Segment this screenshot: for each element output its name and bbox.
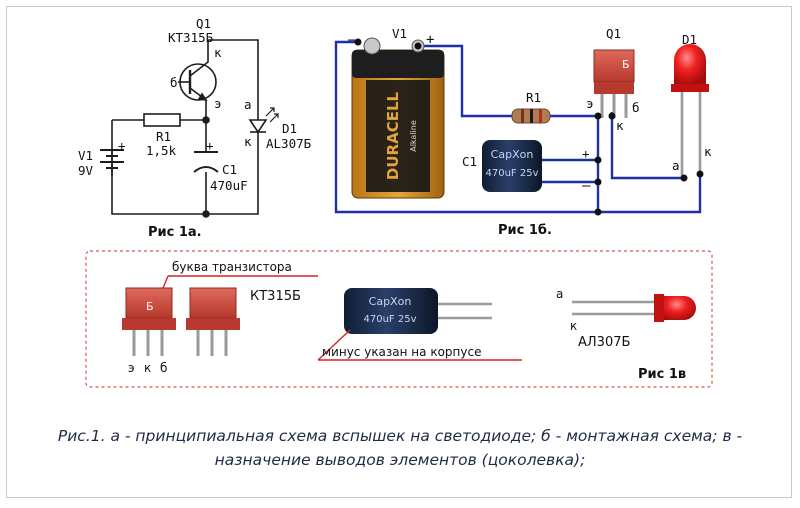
q1-mark: Б [622, 58, 630, 71]
v1-value: 9V [78, 163, 94, 178]
led-pin-a: а [556, 287, 563, 301]
d1-label: D1 [282, 121, 297, 136]
led-pin-k: к [570, 319, 577, 333]
led-light-arrow-1 [265, 107, 275, 117]
c1-value: 470uF [210, 178, 248, 193]
transistor-collector-lead [189, 48, 209, 77]
junction-dot [696, 170, 704, 178]
v1-label: V1 [78, 148, 93, 163]
pin-b-label: б [170, 75, 178, 90]
v1-mount-plus: + [426, 32, 434, 48]
junction-dot [202, 116, 210, 124]
pin-k-label: к [144, 361, 151, 375]
junction-dot [354, 38, 362, 46]
cap-rating: 470uF 25v [486, 168, 539, 179]
pin-e-label: э [128, 361, 135, 375]
pin-k-label: к [214, 45, 222, 60]
d1-pin-k: к [704, 144, 712, 159]
transistor-name: КТ315Б [250, 289, 301, 304]
caption-line-2: назначение выводов элементов (цоколевка)… [214, 451, 586, 469]
c1-mount-label: C1 [462, 154, 477, 169]
cap-pinout-brand: CapXon [369, 295, 412, 308]
cap-brand: CapXon [491, 148, 534, 161]
minus-callout: минус указан на корпусе [317, 329, 522, 361]
led-pinout [572, 294, 696, 322]
junction-dot [608, 112, 616, 120]
r1-value: 1,5k [146, 143, 177, 158]
minus-note: минус указан на корпусе [322, 345, 481, 359]
q1-pin-k: к [616, 118, 624, 133]
mounting-wire-led-k [598, 174, 702, 214]
c1-mount-minus: – [582, 178, 591, 194]
resistor-r1-symbol [143, 113, 181, 127]
q1-pin-b: б [632, 100, 640, 115]
pinout-dashed-border [85, 250, 713, 388]
mounting-junctions [354, 38, 704, 216]
led-light-arrow-2 [269, 113, 279, 123]
r1-mount-label: R1 [526, 90, 541, 105]
cap-pinout-rating: 470uF 25v [364, 314, 417, 325]
battery-v1: DURACELL Alkaline [351, 37, 445, 199]
v1-mount-minus: – [348, 32, 357, 48]
mounting-wire-negative [334, 40, 598, 214]
v1-plus: + [118, 138, 126, 153]
d1-type-label: AL307Б [266, 136, 311, 151]
led-pin-labels: а к АЛ307Б [556, 287, 630, 350]
transistor-q1-mount: Б [593, 49, 635, 118]
capacitor-c1-mount: CapXon 470uF 25v [482, 140, 542, 192]
mounting-labels: V1 – + R1 C1 + – Q1 э б к D1 а к [348, 26, 712, 194]
mounting-wire-positive [418, 44, 520, 118]
junction-dot [594, 178, 602, 186]
d1-pin-a: а [672, 158, 680, 173]
transistor-front: Б [122, 287, 176, 356]
mounting-wire-emitter [548, 114, 600, 212]
q1-pin-e: э [586, 96, 594, 111]
resistor-r1 [511, 108, 551, 124]
r1-label: R1 [156, 129, 171, 144]
schematic [100, 39, 279, 218]
letter-note: буква транзистора [172, 260, 292, 274]
figure-caption: Рис.1. а - принципиальная схема вспышек … [20, 424, 780, 472]
battery-brand: DURACELL [384, 91, 402, 180]
q1-mount-label: Q1 [606, 26, 621, 41]
junction-dot [594, 156, 602, 164]
junction-dot [414, 42, 422, 50]
junction-dot [680, 174, 688, 182]
capacitor-pinout: CapXon 470uF 25v [344, 288, 492, 334]
transistor-mark: Б [146, 300, 154, 313]
fig-1v-label: Рис 1в [638, 367, 686, 382]
d1-mount-label: D1 [682, 32, 697, 47]
junction-dot [594, 112, 602, 120]
pin-k-led-label: к [244, 134, 252, 149]
junction-dot [594, 208, 602, 216]
transistor-pin-labels: э к б [128, 361, 167, 375]
fig-1b-label: Рис 1б. [498, 223, 552, 238]
c1-plus: + [206, 138, 214, 153]
capacitor-c1-plate-bottom [193, 166, 219, 173]
transistor-emitter-arrow [197, 92, 208, 102]
c1-mount-plus: + [582, 146, 590, 161]
fig-1a-label: Рис 1а. [148, 225, 202, 240]
led-name: АЛ307Б [578, 335, 630, 350]
pin-a-label: а [244, 97, 252, 112]
junction-dot [202, 210, 210, 218]
battery-sub: Alkaline [409, 120, 418, 152]
transistor-back [186, 287, 240, 356]
mounting-wire-collector [610, 112, 684, 180]
q1-label: Q1 [196, 16, 211, 31]
c1-label: C1 [222, 162, 237, 177]
caption-line-1: Рис.1. а - принципиальная схема вспышек … [57, 427, 743, 445]
schematic-labels: Q1 КТ315Б к б э R1 1,5k V1 9V + + C1 470… [78, 16, 311, 193]
led-d1-symbol [248, 119, 268, 134]
pin-b-label: б [160, 361, 167, 375]
battery-terminal-minus [363, 37, 381, 55]
v1-mount-label: V1 [392, 26, 407, 41]
q1-type-label: КТ315Б [168, 30, 213, 45]
pin-e-label: э [214, 96, 222, 111]
led-d1-mount [671, 44, 709, 178]
